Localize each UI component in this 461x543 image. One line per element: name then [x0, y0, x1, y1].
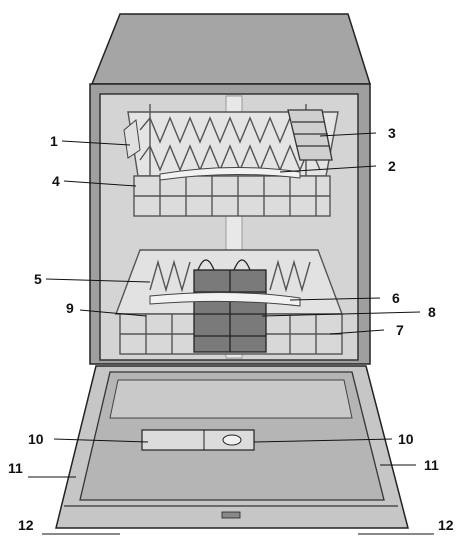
lower-spray-arm	[149, 291, 301, 307]
cabinet-top	[90, 13, 372, 85]
callout-6: 6	[392, 290, 400, 306]
callout-10-left: 10	[28, 431, 44, 447]
callout-10-right: 10	[398, 431, 414, 447]
callout-8: 8	[428, 304, 436, 320]
callout-3: 3	[388, 125, 396, 141]
callout-11-right: 11	[424, 457, 439, 473]
callout-11-left: 11	[8, 460, 23, 476]
callout-12-left: 12	[18, 517, 34, 533]
dish-tines	[123, 119, 141, 159]
rinse-aid-cap	[222, 434, 242, 446]
callout-4: 4	[52, 173, 60, 189]
cup-shelf	[287, 109, 333, 161]
detergent-dispenser	[141, 429, 255, 451]
upper-rack	[127, 104, 339, 217]
door-latch	[221, 511, 241, 519]
callout-12-right: 12	[438, 517, 454, 533]
callout-labels: 1 2 3 4 5 6 7 8 9 10 10 11 11 12 12	[8, 125, 454, 533]
callout-7: 7	[396, 322, 404, 338]
callout-1: 1	[50, 133, 58, 149]
leader-lines	[28, 132, 434, 535]
callout-2: 2	[388, 158, 396, 174]
cutlery-basket	[193, 259, 267, 353]
door-top-recess	[109, 379, 353, 419]
callout-9: 9	[66, 300, 74, 316]
upper-spray-arm	[159, 166, 301, 181]
callout-5: 5	[34, 271, 42, 287]
